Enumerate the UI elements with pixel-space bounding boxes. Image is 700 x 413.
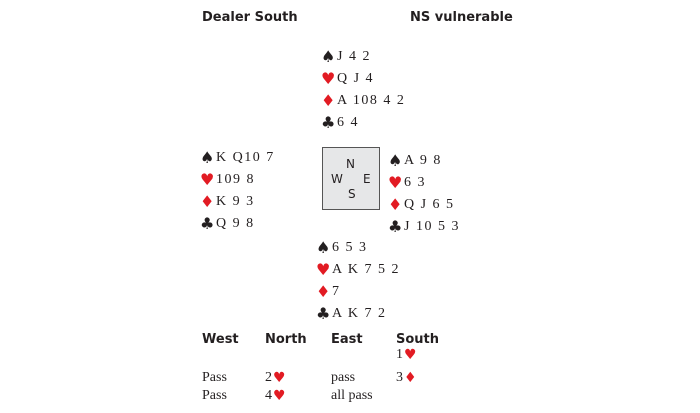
club-icon: ♣ <box>200 214 215 233</box>
diamond-icon: ♦ <box>388 195 403 214</box>
east-clubs-row: ♣ J 10 5 3 <box>388 216 460 238</box>
heart-icon: ♥ <box>404 347 417 363</box>
east-spades-row: ♠ A 9 8 <box>388 150 460 172</box>
south-spades-row: ♠ 6 5 3 <box>316 237 400 259</box>
west-diamonds: K 9 3 <box>216 194 255 209</box>
west-clubs-row: ♣ Q 9 8 <box>200 213 275 235</box>
east-hearts: 6 3 <box>404 175 426 190</box>
heart-icon: ♥ <box>316 260 331 279</box>
spade-icon: ♠ <box>316 238 331 257</box>
auction-header-south: South <box>396 332 440 347</box>
west-spades: K Q10 7 <box>216 150 275 165</box>
heart-icon: ♥ <box>321 69 336 88</box>
west-hearts-row: ♥ 109 8 <box>200 169 275 191</box>
diamond-icon: ♦ <box>200 192 215 211</box>
west-hand: ♠ K Q10 7 ♥ 109 8 ♦ K 9 3 ♣ Q 9 8 <box>200 147 275 235</box>
bid-level: 2 <box>265 370 272 385</box>
auction-header-north: North <box>265 332 307 347</box>
south-hand: ♠ 6 5 3 ♥ A K 7 5 2 ♦ 7 ♣ A K 7 2 <box>316 237 400 325</box>
auction-bid: pass <box>331 370 356 385</box>
auction-bid: Pass <box>202 388 227 403</box>
spade-icon: ♠ <box>321 47 336 66</box>
compass-east: E <box>363 172 371 186</box>
west-clubs: Q 9 8 <box>216 216 255 231</box>
north-diamonds: A 108 4 2 <box>337 93 406 108</box>
east-diamonds-row: ♦ Q J 6 5 <box>388 194 460 216</box>
auction-bid: all pass <box>331 388 373 403</box>
south-hearts-row: ♥ A K 7 5 2 <box>316 259 400 281</box>
east-diamonds: Q J 6 5 <box>404 197 455 212</box>
compass-south: S <box>348 187 356 201</box>
auction-bid: 2 ♥ <box>265 370 286 386</box>
bid-level: 4 <box>265 388 272 403</box>
auction-header-east: East <box>331 332 363 347</box>
auction-bid: 1 ♥ <box>396 347 417 363</box>
compass-north: N <box>346 157 355 171</box>
south-diamonds-row: ♦ 7 <box>316 281 400 303</box>
north-hand: ♠ J 4 2 ♥ Q J 4 ♦ A 108 4 2 ♣ 6 4 <box>321 46 405 134</box>
south-clubs: A K 7 2 <box>332 306 387 321</box>
east-clubs: J 10 5 3 <box>404 219 460 234</box>
auction-bid: 4 ♥ <box>265 388 286 404</box>
heart-icon: ♥ <box>388 173 403 192</box>
club-icon: ♣ <box>388 217 403 236</box>
north-hearts-row: ♥ Q J 4 <box>321 68 405 90</box>
diamond-icon: ♦ <box>404 370 417 386</box>
club-icon: ♣ <box>316 304 331 323</box>
west-hearts: 109 8 <box>216 172 255 187</box>
auction-bid: Pass <box>202 370 227 385</box>
north-spades: J 4 2 <box>337 49 371 64</box>
south-hearts: A K 7 5 2 <box>332 262 400 277</box>
north-spades-row: ♠ J 4 2 <box>321 46 405 68</box>
north-diamonds-row: ♦ A 108 4 2 <box>321 90 405 112</box>
south-diamonds: 7 <box>332 284 341 299</box>
bid-level: 3 <box>396 370 403 385</box>
north-clubs-row: ♣ 6 4 <box>321 112 405 134</box>
spade-icon: ♠ <box>200 148 215 167</box>
west-spades-row: ♠ K Q10 7 <box>200 147 275 169</box>
north-hearts: Q J 4 <box>337 71 375 86</box>
dealer-label: Dealer South <box>202 10 298 25</box>
auction-bid: 3 ♦ <box>396 370 417 386</box>
spade-icon: ♠ <box>388 151 403 170</box>
east-hearts-row: ♥ 6 3 <box>388 172 460 194</box>
heart-icon: ♥ <box>273 370 286 386</box>
auction-header-west: West <box>202 332 239 347</box>
diamond-icon: ♦ <box>321 91 336 110</box>
club-icon: ♣ <box>321 113 336 132</box>
west-diamonds-row: ♦ K 9 3 <box>200 191 275 213</box>
vulnerability-label: NS vulnerable <box>410 10 513 25</box>
south-clubs-row: ♣ A K 7 2 <box>316 303 400 325</box>
north-clubs: 6 4 <box>337 115 359 130</box>
diamond-icon: ♦ <box>316 282 331 301</box>
bid-level: 1 <box>396 347 403 362</box>
compass-west: W <box>331 172 343 186</box>
heart-icon: ♥ <box>273 388 286 404</box>
east-hand: ♠ A 9 8 ♥ 6 3 ♦ Q J 6 5 ♣ J 10 5 3 <box>388 150 460 238</box>
east-spades: A 9 8 <box>404 153 442 168</box>
south-spades: 6 5 3 <box>332 240 368 255</box>
compass-box: N W E S <box>322 147 380 210</box>
heart-icon: ♥ <box>200 170 215 189</box>
